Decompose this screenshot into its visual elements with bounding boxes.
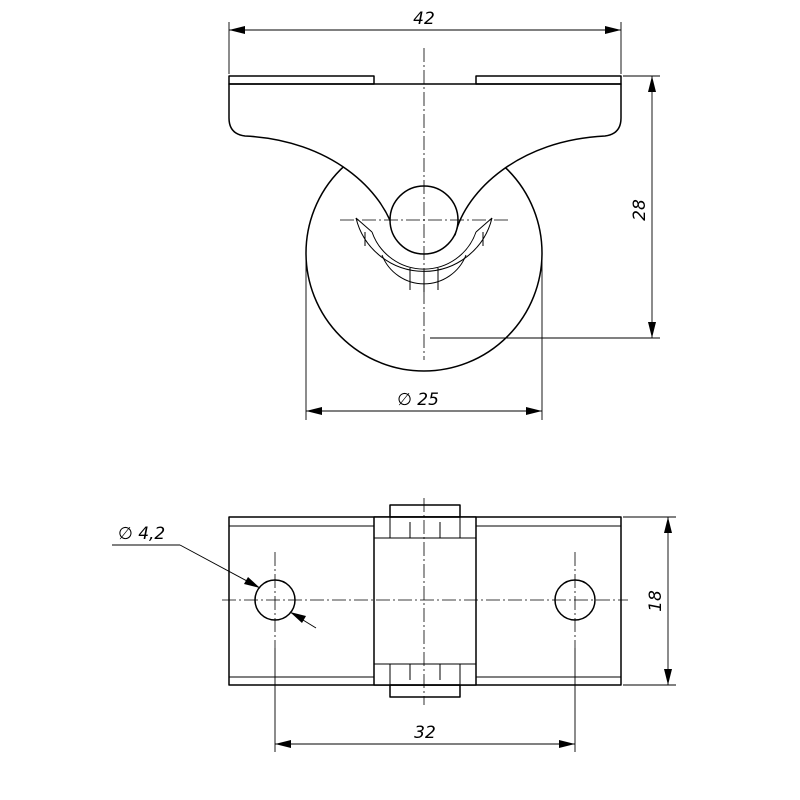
dim-label-28: 28 <box>630 199 650 221</box>
dim-label-42: 42 <box>413 9 435 29</box>
mounting-plate-left <box>228 75 375 85</box>
wheel-bottom-protrusion <box>389 684 461 698</box>
wheel-bottom-inner <box>389 663 461 686</box>
wheel-top-inner <box>389 516 461 539</box>
mounting-plate-right <box>475 75 622 85</box>
front-view <box>228 48 622 372</box>
wheel-top-protrusion <box>389 504 461 518</box>
dim-hole-spacing: 32 <box>274 648 576 752</box>
dim-wheel-diameter: ∅ 25 <box>305 250 543 420</box>
dim-overall-width: 42 <box>228 9 622 74</box>
dim-overall-height: 28 <box>430 75 660 339</box>
wheel-housing <box>373 516 477 686</box>
dim-hole-diameter: ∅ 4,2 <box>112 524 317 629</box>
dim-label-18: 18 <box>646 590 666 612</box>
dim-label-32: 32 <box>414 723 436 743</box>
dim-label-diameter-25: ∅ 25 <box>397 390 439 410</box>
dim-base-width: 18 <box>623 516 676 686</box>
top-view <box>222 498 628 705</box>
dim-label-diameter-4-2: ∅ 4,2 <box>118 524 165 544</box>
